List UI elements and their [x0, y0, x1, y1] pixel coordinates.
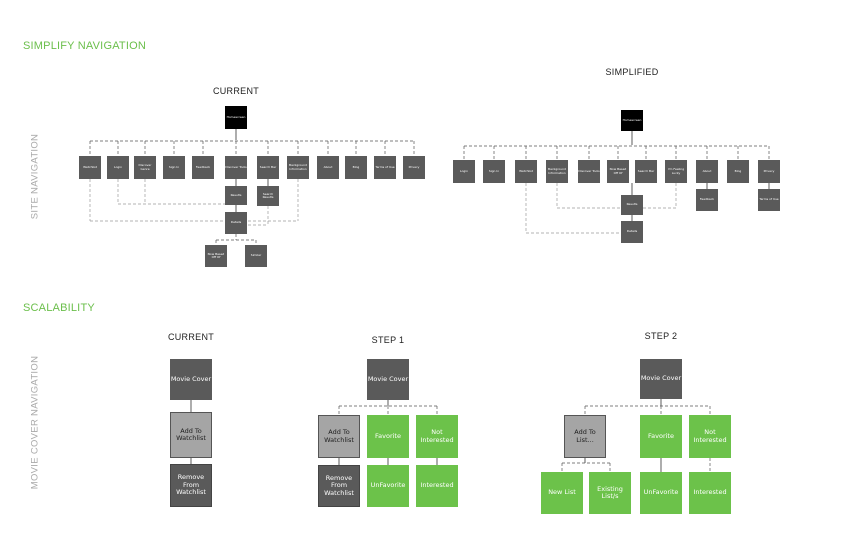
movie-step2-connectors — [561, 399, 711, 472]
node-add-list-step2: Add To List... — [564, 415, 606, 458]
node-similar-current: Similar — [245, 245, 267, 267]
node-existing-lists-step2: Existing List/s — [589, 472, 631, 514]
node-details-simplified: Details — [621, 221, 643, 243]
node-not-interested-step1: Not Interested — [416, 415, 458, 458]
node-search-bar-simplified: Search Bar — [635, 160, 657, 183]
node-favorite-step1: Favorite — [367, 415, 409, 458]
node-blog-simplified: Blog — [727, 160, 749, 183]
node-search-bar-current: Search Bar — [257, 156, 279, 179]
node-details-current: Details — [225, 212, 247, 234]
node-terms-simplified: Terms of Use — [758, 189, 780, 211]
node-sign-in-current: Sign In — [163, 156, 185, 179]
node-unfavorite-step1: UnFavorite — [367, 465, 409, 507]
node-terms-current: Terms of Use — [374, 156, 396, 179]
node-now-based-current: Now Based Off Of — [205, 245, 227, 267]
node-login-current: Login — [107, 156, 129, 179]
node-watchlist-current: Watchlist — [79, 156, 101, 179]
node-movie-cover-step1: Movie Cover — [367, 359, 409, 400]
movie-step1-connectors — [338, 400, 438, 465]
node-interested-step2: Interested — [689, 472, 731, 514]
node-remove-watchlist-current: Remove From Watchlist — [170, 464, 212, 507]
node-discover-genre-current: Discover Genre — [134, 156, 156, 179]
heading-current-site: CURRENT — [212, 86, 260, 96]
node-add-watchlist-current: Add To Watchlist — [170, 412, 212, 458]
simplified-site-connectors — [463, 131, 770, 234]
node-remove-watchlist-step1: Remove From Watchlist — [318, 465, 360, 507]
node-add-watchlist-step1: Add To Watchlist — [318, 415, 360, 458]
node-about-simplified: About — [696, 160, 718, 183]
node-feeling-lucky-simplified: I'm Feeling Lucky — [665, 160, 687, 183]
node-background-information-current: Background Information — [287, 156, 309, 179]
node-unfavorite-step2: UnFavorite — [640, 472, 682, 514]
section-title-simplify-navigation: SIMPLIFY NAVIGATION — [23, 40, 146, 52]
node-now-based-simplified: Now Based Off Of — [607, 160, 629, 183]
node-privacy-current: Privacy — [403, 156, 425, 179]
heading-step2: STEP 2 — [644, 331, 678, 341]
node-discover-tools-current: Discover Tools — [225, 156, 247, 179]
node-favorite-step2: Favorite — [640, 415, 682, 458]
node-feedback-simplified: Feedback — [696, 189, 718, 211]
node-search-results-current: Search Results — [257, 186, 279, 206]
node-results-current: Results — [225, 186, 247, 205]
node-new-list-step2: New List — [541, 472, 583, 514]
node-results-simplified: Results — [621, 195, 643, 215]
node-homescreen-current: Homescreen — [225, 106, 247, 129]
vertical-label-site-navigation: SITE NAVIGATION — [29, 133, 41, 220]
node-homescreen-simplified: Homescreen — [621, 110, 643, 131]
node-about-current: About — [317, 156, 339, 179]
current-site-connectors — [89, 129, 415, 245]
node-login-simplified: Login — [453, 160, 475, 183]
node-not-interested-step2: Not Interested — [689, 415, 731, 458]
node-feedback-current: Feedback — [192, 156, 214, 179]
node-sign-in-simplified: Sign In — [483, 160, 505, 183]
node-movie-cover-step2: Movie Cover — [640, 359, 682, 399]
heading-current-movie: CURRENT — [167, 332, 215, 342]
section-title-scalability: SCALABILITY — [23, 302, 95, 314]
node-movie-cover-current: Movie Cover — [170, 359, 212, 400]
node-blog-current: Blog — [345, 156, 367, 179]
node-interested-step1: Interested — [416, 465, 458, 507]
node-background-information-simplified: Background Information — [546, 160, 568, 183]
node-discover-tools-simplified: Discover Tools — [578, 160, 600, 183]
heading-simplified-site: SIMPLIFIED — [605, 67, 659, 77]
heading-step1: STEP 1 — [371, 335, 405, 345]
vertical-label-movie-cover-navigation: MOVIE COVER NAVIGATION — [29, 355, 41, 490]
node-privacy-simplified: Privacy — [758, 160, 780, 183]
node-watchlist-simplified: Watchlist — [515, 160, 537, 183]
